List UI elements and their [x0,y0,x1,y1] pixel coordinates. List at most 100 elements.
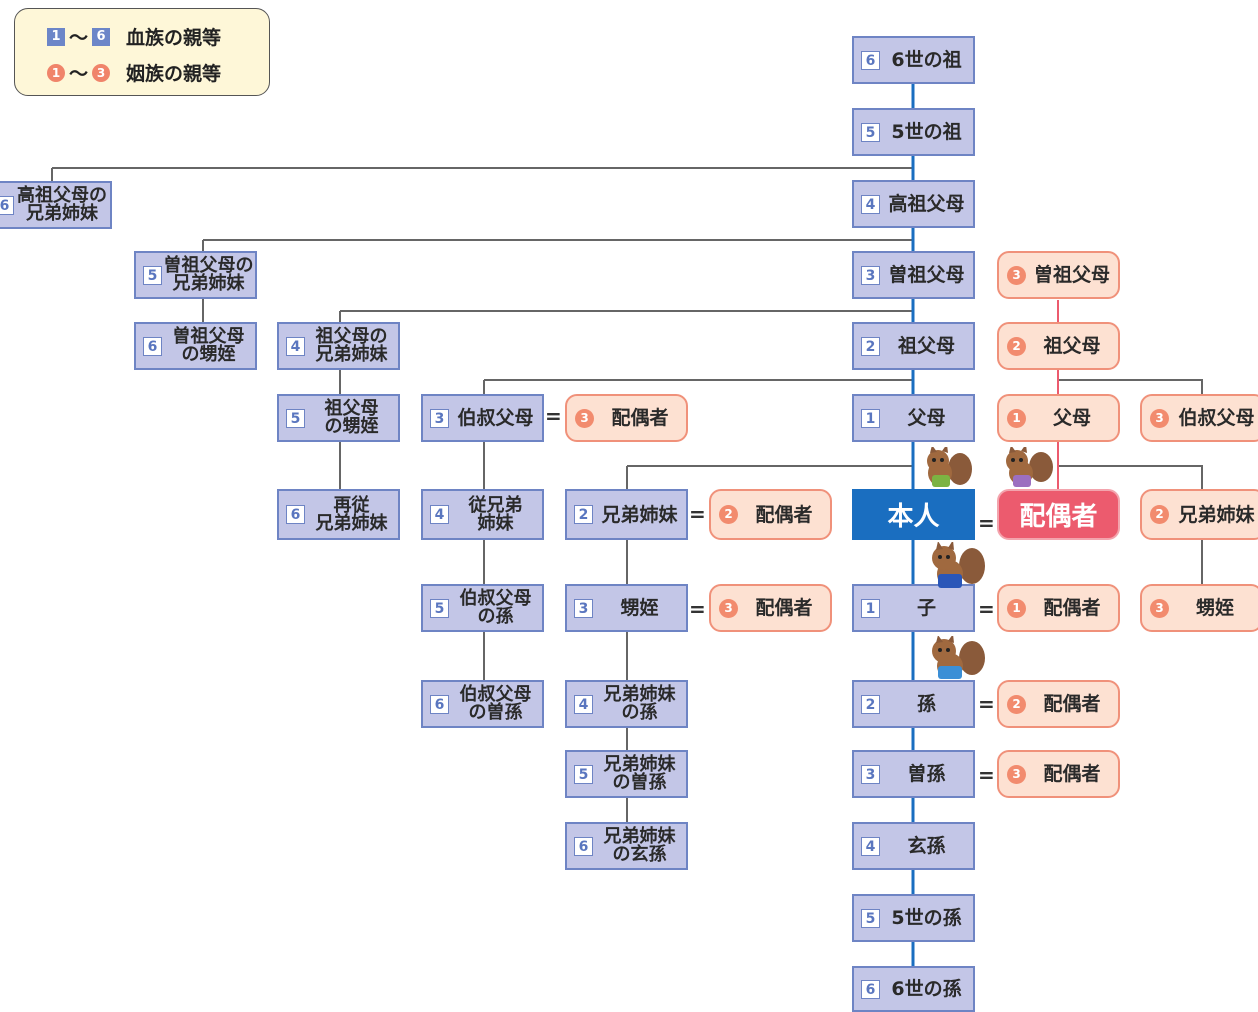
degree-badge: 6 [286,505,305,524]
degree-badge: 6 [861,50,880,70]
relation-label: 従兄弟 姉妹 [468,494,523,534]
relation-label: 6世の祖 [891,49,962,71]
relation-label: 配偶者 [611,407,669,429]
relation-label: 曽孫 [907,763,946,785]
relation-label: 祖父母の 兄弟姉妹 [315,326,388,365]
relation-label: 5世の祖 [891,121,962,143]
equals-sign: = [689,597,706,621]
inlaw-node-i-oimei: 3 甥姪 [1140,584,1258,632]
legend-blood-from: 1 [47,27,65,46]
relation-label: 伯叔父母 の曽孫 [459,684,532,723]
relation-label: 孫 [916,693,936,715]
relation-label: 甥姪 [1195,597,1234,619]
degree-badge: 6 [861,979,880,999]
degree-badge: 3 [1150,598,1169,618]
degree-badge: 4 [574,694,593,714]
blood-node-so-oi: 5 祖父母 の甥姪 [277,394,400,442]
inlaw-node-i-oji: 3 伯叔父母 [1140,394,1258,442]
relation-label: 曽祖父母の 兄弟姉妹 [163,255,254,294]
relation-label: 兄弟姉妹 [1178,503,1255,526]
blood-node-sou: 3 曽祖父母 [852,251,975,299]
relation-label: 祖父母 [897,335,955,357]
relation-label: 伯叔父母 の孫 [459,588,532,627]
degree-badge: 1 [861,598,880,618]
blood-node-b5son: 5 5世の孫 [852,894,975,942]
relation-label: 配偶者 [1043,763,1101,785]
relation-label: 曽祖父母 [888,264,965,286]
squirrel-icon [932,542,985,588]
blood-node-kyodai: 2 兄弟姉妹 [565,489,688,540]
degree-badge: 5 [574,764,593,784]
degree-badge: 3 [1150,408,1169,428]
relation-label: 伯叔父母 [1178,407,1255,429]
legend-blood-label: 血族の親等 [126,27,222,49]
relation-label: 祖父母 の甥姪 [324,398,379,437]
inlaw-node-sp-ko: 1 配偶者 [997,584,1120,632]
degree-badge: 3 [574,598,593,618]
relation-label: 祖父母 [1043,335,1101,357]
degree-badge: 5 [286,408,305,428]
degree-badge: 3 [575,408,594,428]
degree-badge: 3 [430,408,449,428]
degree-badge: 1 [1007,408,1026,428]
degree-badge: 4 [430,505,449,524]
legend: 1 〜 6 血族の親等 1 〜 3 姻族の親等 [14,8,270,96]
equals-sign: = [978,763,995,787]
blood-node-saiitoko: 6 再従 兄弟姉妹 [277,489,400,540]
equals-sign: = [689,502,706,526]
legend-inlaw-from: 1 [47,63,65,82]
blood-node-himago: 3 曽孫 [852,750,975,798]
blood-node-oji-mago: 5 伯叔父母 の孫 [421,584,544,632]
relation-label: 配偶者 [1043,597,1101,619]
degree-badge: 3 [861,265,880,285]
degree-badge: 3 [719,598,738,618]
degree-badge: 1 [1007,598,1026,618]
relation-label: 曽祖父母 の甥姪 [172,326,245,365]
relation-label: 配偶者 [1043,693,1101,715]
degree-badge: 3 [861,764,880,784]
degree-badge: 6 [143,336,162,356]
legend-blood-to: 6 [92,27,111,46]
degree-badge: 6 [430,694,449,714]
legend-inlaw: 1 〜 3 姻族の親等 [47,59,221,86]
relation-label: 5世の孫 [891,907,962,929]
relation-label: 兄弟姉妹 の玄孫 [603,826,676,865]
blood-node-kyo-mago: 4 兄弟姉妹 の孫 [565,680,688,728]
relation-label: 兄弟姉妹 の孫 [603,684,676,723]
relation-label: 父母 [907,407,946,429]
degree-badge: 5 [430,598,449,618]
relation-label: 兄弟姉妹 [601,503,678,526]
equals-sign: = [545,404,562,428]
degree-badge: 5 [861,908,880,928]
legend-blood: 1 〜 6 血族の親等 [47,23,221,50]
degree-badge: 2 [574,505,593,524]
relation-label: 再従 兄弟姉妹 [315,494,388,534]
relation-label: 高祖父母 [888,193,965,215]
legend-inlaw-to: 3 [92,63,111,82]
squirrel-icon [932,636,985,679]
degree-badge: 4 [861,194,880,214]
legend-tilde: 〜 [69,63,89,85]
relation-label: 配偶者 [755,597,813,619]
degree-badge: 6 [0,195,14,215]
relation-label: 伯叔父母 [457,407,534,429]
equals-sign: = [978,597,995,621]
